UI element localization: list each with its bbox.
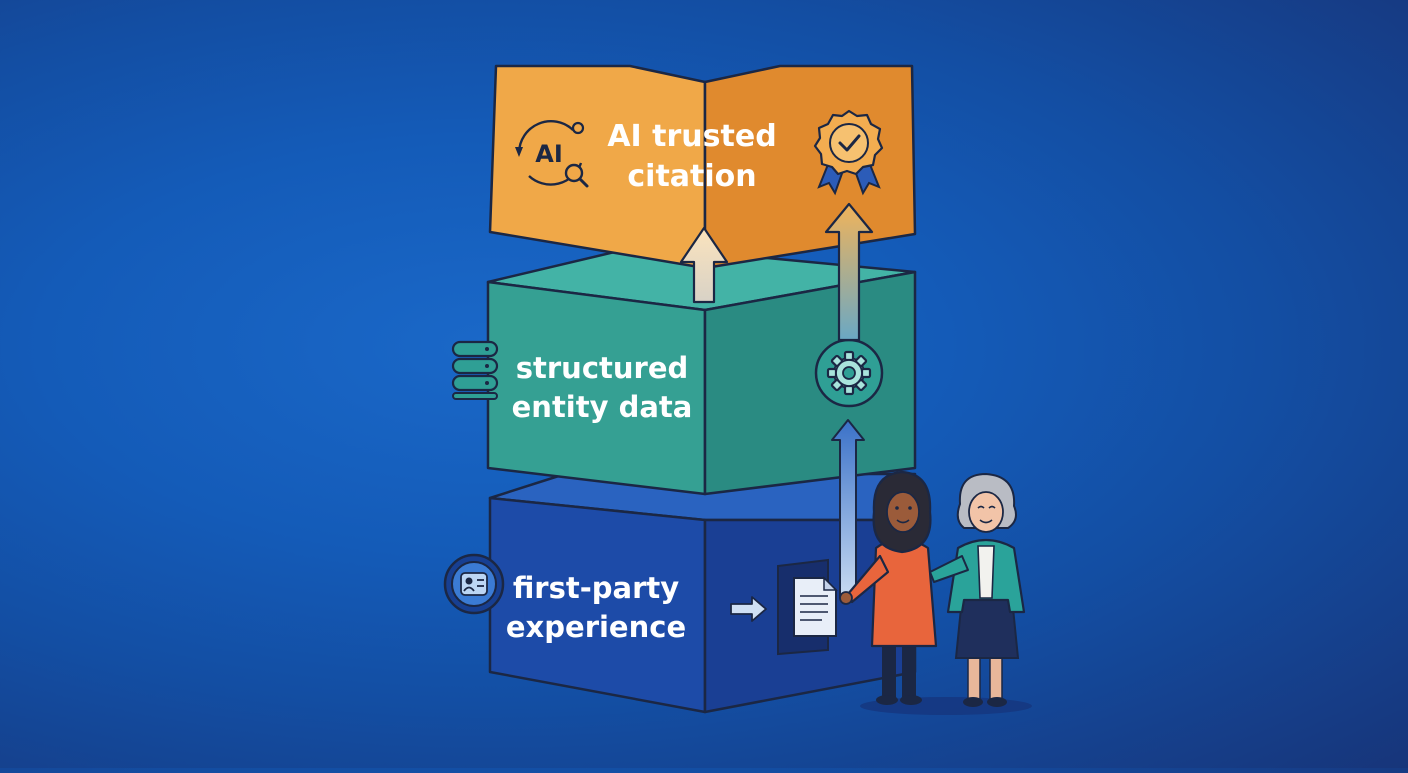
layer-middle-label-line1: structured <box>516 351 689 385</box>
arrow-gear-to-badge-icon <box>824 202 874 342</box>
layer-top-label-line2: citation <box>627 159 756 194</box>
layer-top-label-line1: AI trusted <box>607 119 776 154</box>
document-icon <box>793 576 838 637</box>
layer-bottom-label-line2: experience <box>506 610 686 644</box>
person-elderly-figure <box>929 472 1026 707</box>
layer-middle-side-face <box>703 270 917 496</box>
user-profile-badge-icon <box>443 553 505 615</box>
arrow-middle-to-top-icon <box>679 226 729 304</box>
layer-bottom-front-face <box>488 496 707 714</box>
layer-middle-front-face <box>486 280 707 496</box>
gear-icon <box>814 338 884 408</box>
ai-icon-label: AI <box>535 140 563 168</box>
ai-search-cycle-icon: AI <box>515 120 589 188</box>
person-hijab-figure <box>839 470 938 705</box>
layer-bottom-label-line1: first-party <box>513 571 679 605</box>
award-badge-icon <box>813 109 884 196</box>
arrow-into-document-icon <box>730 596 767 622</box>
layer-middle-label-line2: entity data <box>512 390 693 424</box>
database-icon <box>451 340 499 400</box>
document-panel <box>777 558 838 656</box>
